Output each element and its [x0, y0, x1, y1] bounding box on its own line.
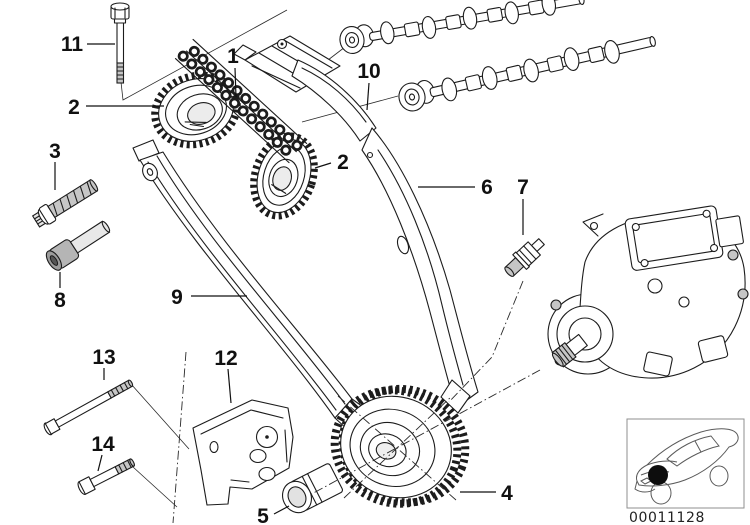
callout-5: 5 — [257, 505, 290, 525]
callout-8: 8 — [54, 272, 66, 312]
callout-6-label[interactable]: 6 — [481, 176, 493, 199]
callout-12-leader — [227, 368, 232, 404]
callout-10: 10 — [357, 60, 381, 111]
sensor-bolt-7 — [504, 238, 545, 277]
location-dot — [648, 465, 668, 485]
callout-9-label[interactable]: 9 — [171, 286, 183, 309]
axis-lines — [172, 280, 541, 524]
upper-guide-rail-10 — [291, 59, 377, 142]
callout-6: 6 — [418, 176, 493, 199]
bolt-13 — [43, 379, 134, 436]
callout-11: 11 — [61, 33, 115, 56]
callout-2b-leader — [314, 162, 332, 169]
callout-13: 13 — [92, 346, 116, 380]
callout-2b-label[interactable]: 2 — [337, 151, 349, 174]
callout-9: 9 — [171, 286, 247, 309]
car-box-frame — [626, 418, 745, 509]
camshaft-exhaust — [339, 0, 585, 55]
bolt-14 — [77, 458, 135, 495]
callout-11-label[interactable]: 11 — [61, 33, 84, 56]
callout-1-label[interactable]: 1 — [227, 45, 239, 68]
callout-1-leader — [234, 67, 237, 98]
tensioner-bracket-12 — [192, 399, 294, 506]
callout-14-leader — [97, 454, 103, 472]
timing-chain-1 — [174, 38, 308, 164]
callout-3-label[interactable]: 3 — [49, 140, 61, 163]
bolt-11 — [110, 2, 130, 84]
callout-12: 12 — [214, 347, 238, 404]
callout-2b: 2 — [314, 151, 349, 174]
bushing-5 — [282, 463, 343, 514]
callout-14-label[interactable]: 14 — [91, 433, 115, 456]
callout-10-leader — [366, 82, 370, 111]
callout-12-label[interactable]: 12 — [214, 347, 237, 370]
camshaft-sprocket-2b — [250, 132, 318, 220]
callout-13-label[interactable]: 13 — [92, 346, 115, 369]
guide-rail-9 — [132, 139, 367, 432]
crankshaft-sprocket-4 — [330, 384, 470, 508]
callout-7-label[interactable]: 7 — [517, 176, 529, 199]
callouts: 1 2 2 3 4 5 6 7 — [49, 33, 529, 525]
callout-5-label[interactable]: 5 — [257, 505, 269, 525]
callout-4-label[interactable]: 4 — [501, 482, 513, 505]
callout-14: 14 — [91, 433, 115, 472]
stud-3 — [31, 179, 99, 228]
callout-7: 7 — [517, 176, 529, 235]
tensioning-rail-6 — [361, 127, 479, 414]
callout-2a-label[interactable]: 2 — [68, 96, 80, 119]
callout-1: 1 — [227, 45, 239, 98]
callout-4: 4 — [460, 482, 513, 505]
camshaft-intake — [398, 35, 656, 112]
callout-8-label[interactable]: 8 — [54, 289, 66, 312]
callout-10-label[interactable]: 10 — [357, 60, 380, 83]
bolt-8 — [45, 220, 111, 271]
diagram-number: 00011128 — [629, 510, 705, 525]
callout-5-leader — [273, 505, 290, 515]
injection-pump — [547, 205, 749, 379]
car-location-box[interactable] — [626, 418, 745, 509]
car-location-icon — [634, 428, 739, 505]
callout-2a: 2 — [68, 96, 164, 119]
callout-3: 3 — [49, 140, 61, 190]
